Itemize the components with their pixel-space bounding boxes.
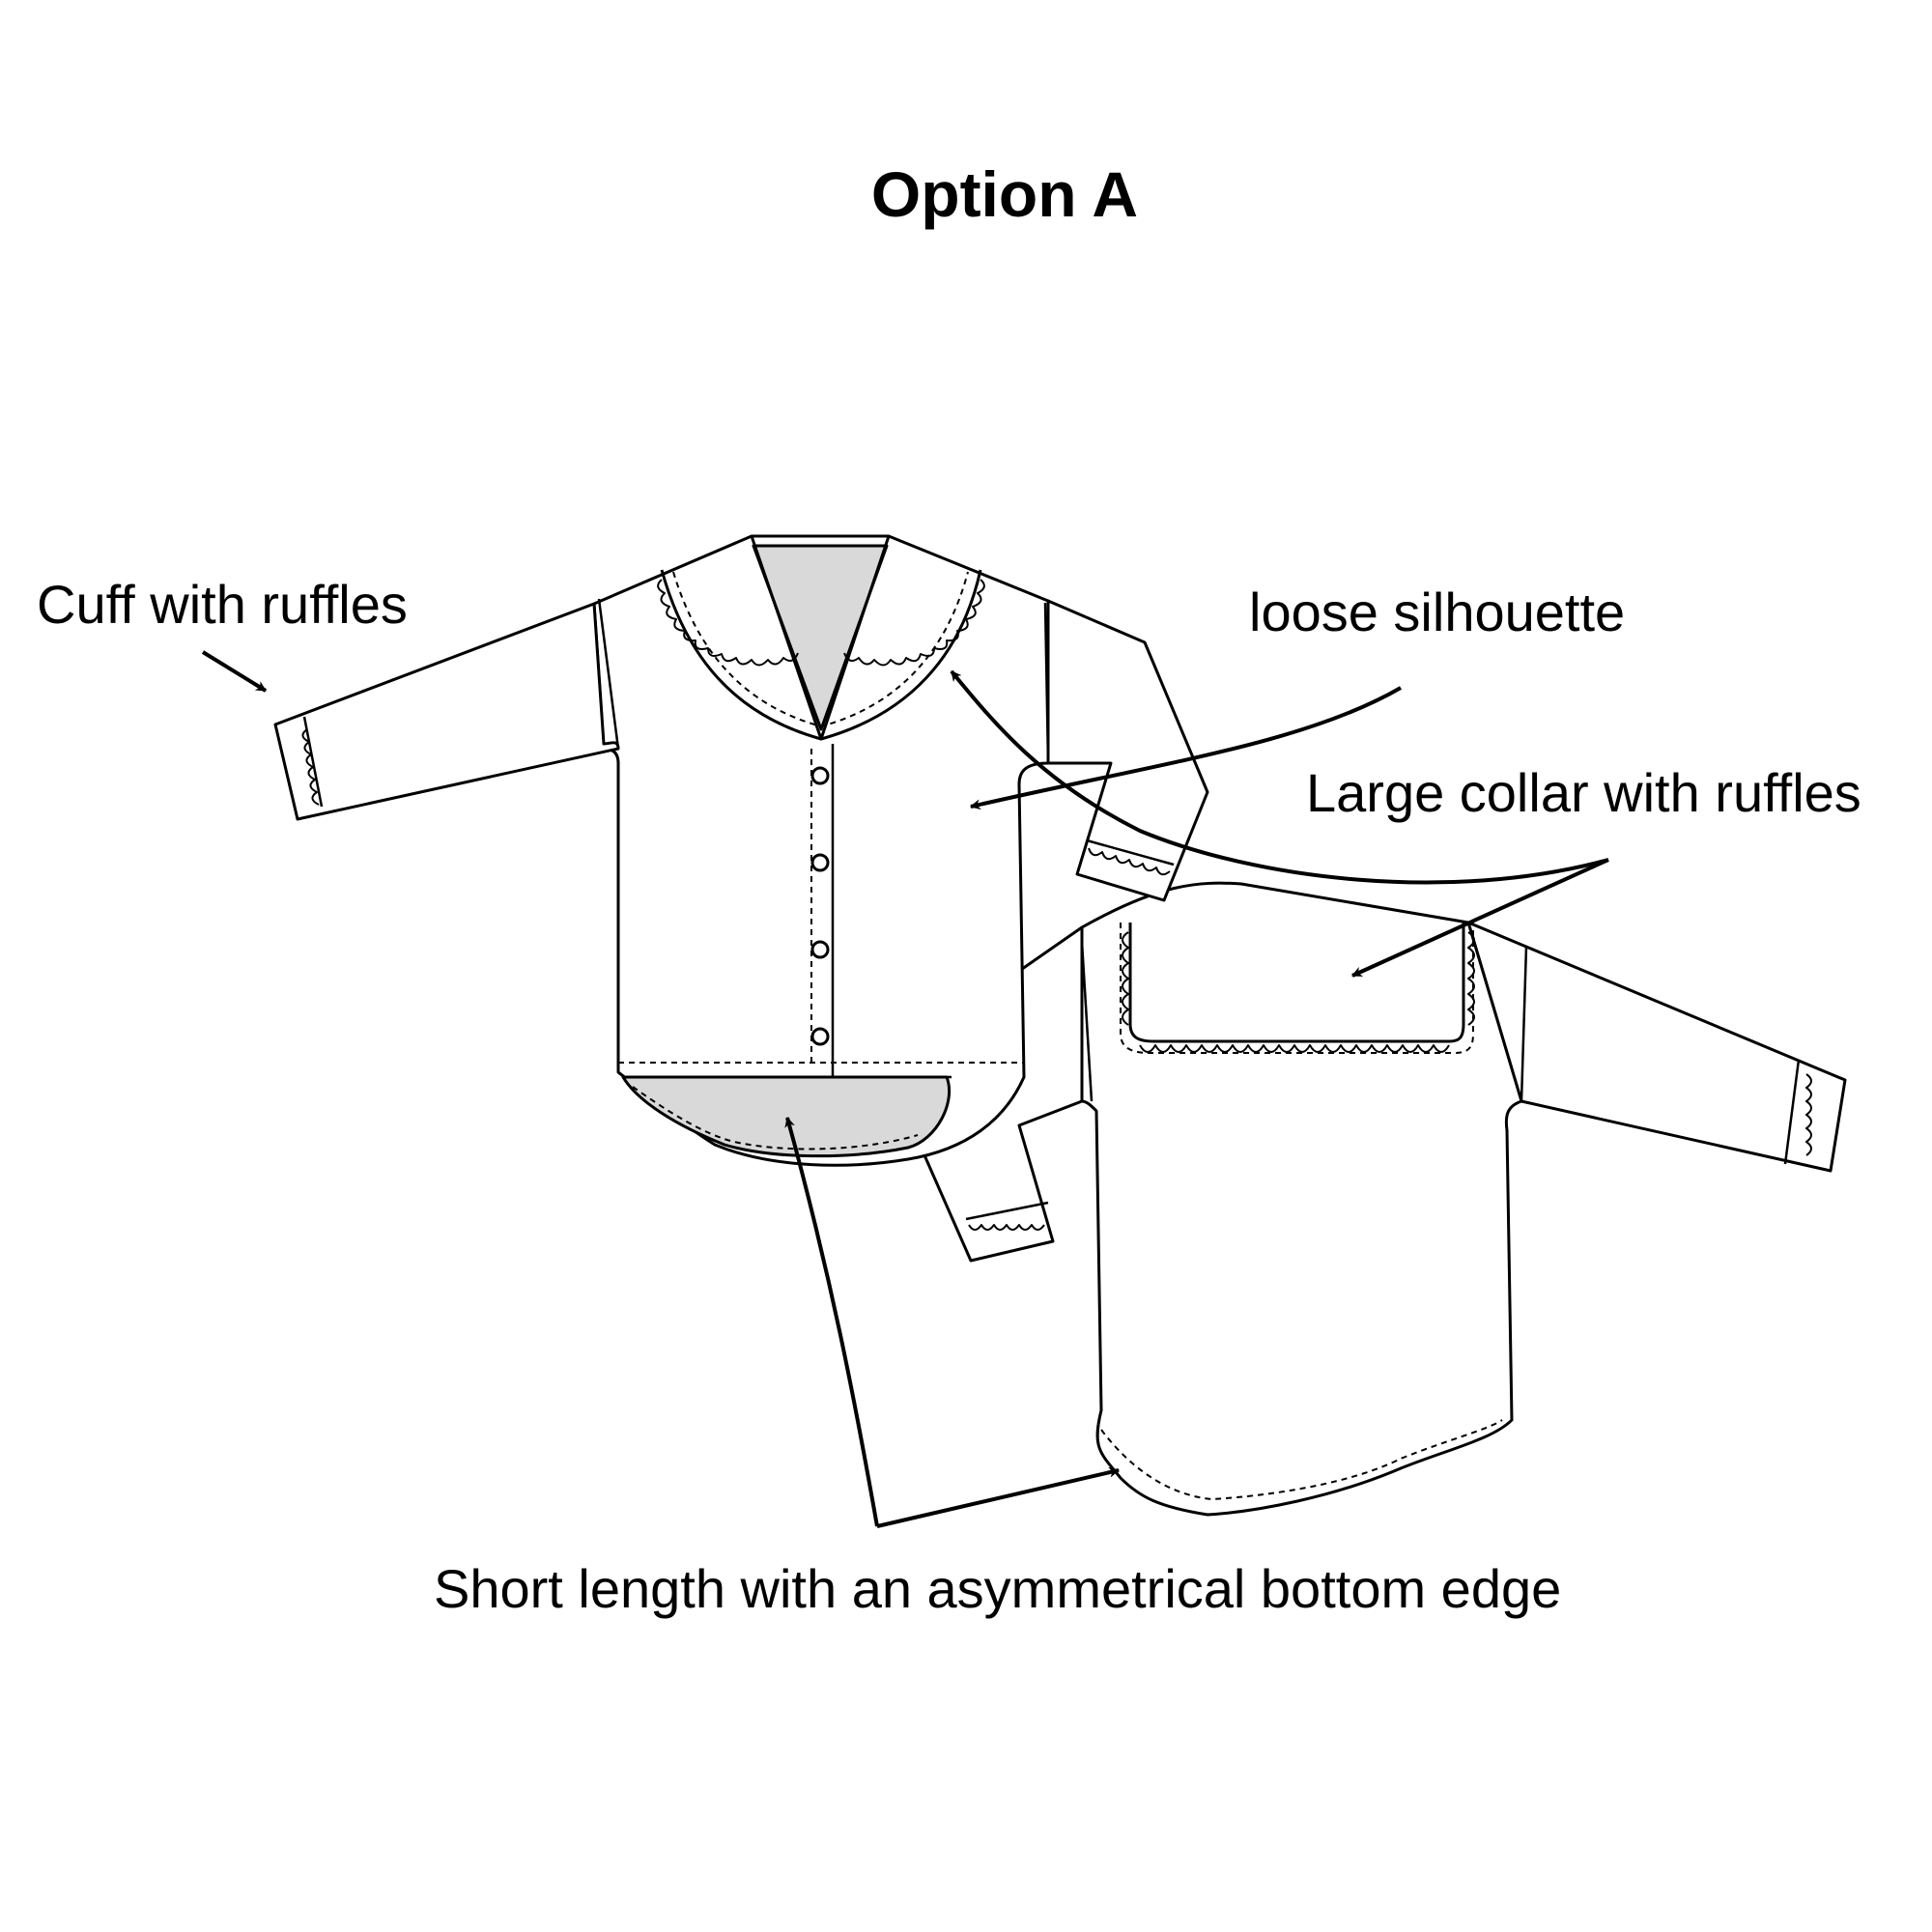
front-view-shirt (273, 534, 1209, 1167)
short-arrow-front (784, 1116, 879, 1527)
button (810, 853, 830, 872)
back-body (1080, 881, 1523, 1517)
front-right-sleeve (1046, 599, 1209, 902)
label-cuff-with-ruffles: Cuff with ruffles (37, 574, 408, 635)
front-buttons (810, 766, 830, 1046)
button (810, 766, 830, 785)
button (810, 940, 830, 959)
page-title: Option A (870, 158, 1139, 230)
front-right-cuff (1086, 838, 1175, 867)
label-loose-silhouette: loose silhouette (1249, 582, 1626, 642)
annotation-arrows (201, 650, 1609, 1528)
front-inner-hem (621, 1075, 952, 1158)
front-left-sleeve (273, 602, 620, 821)
collar-arrow-back (1350, 858, 1609, 978)
back-collar (1128, 923, 1465, 1043)
back-view-shirt (916, 881, 1847, 1517)
front-body (592, 534, 1050, 1167)
back-left-cuff (965, 1201, 1049, 1221)
label-short-length: Short length with an asymmetrical bottom… (434, 1558, 1562, 1619)
front-left-cuff (302, 716, 324, 808)
collar-arrow-front (950, 669, 1609, 885)
short-arrow-back (876, 1466, 1121, 1528)
loose-arrow (969, 686, 1403, 810)
back-right-cuff (1783, 1059, 1801, 1165)
button (810, 1027, 830, 1046)
cuff-arrow (201, 650, 268, 693)
label-large-collar: Large collar with ruffles (1306, 762, 1861, 823)
